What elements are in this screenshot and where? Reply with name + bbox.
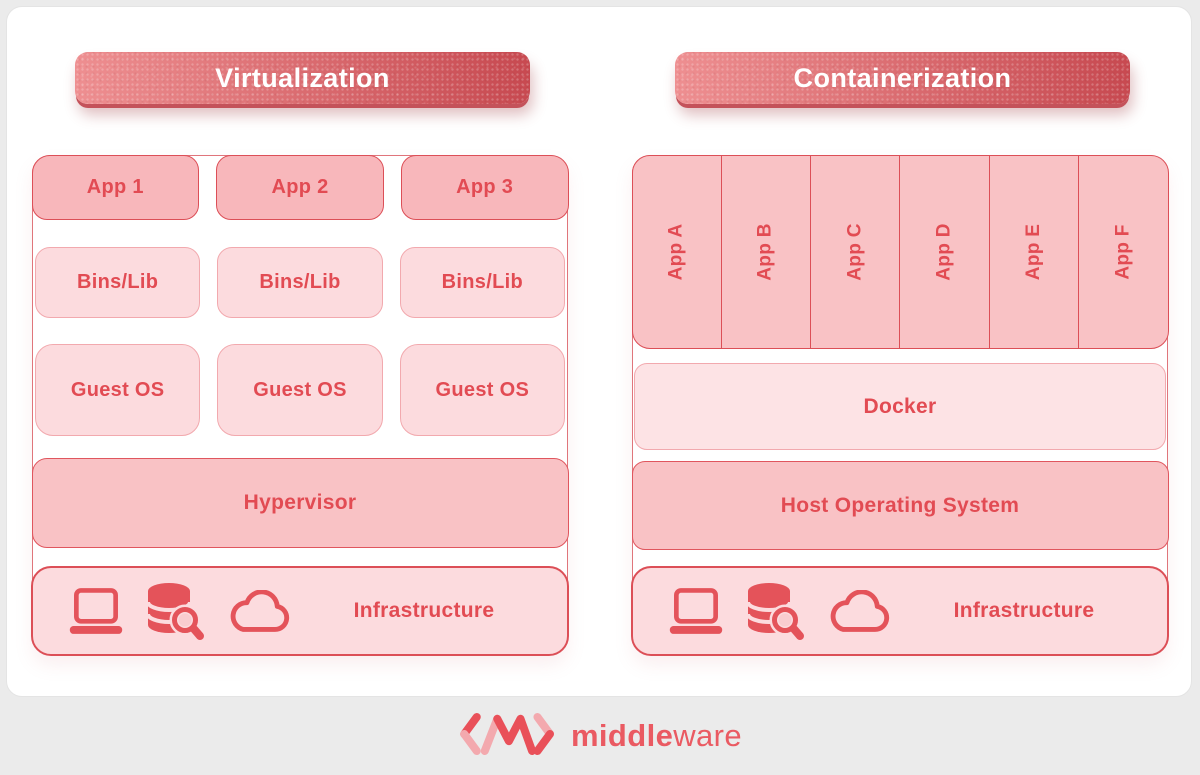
- database-search-icon: [745, 582, 805, 640]
- hypervisor-bar: Hypervisor: [31, 458, 569, 548]
- app-column-label: App C: [844, 222, 866, 281]
- docker-bar: Docker: [634, 363, 1166, 450]
- cloud-icon: [825, 589, 893, 633]
- virtualization-stack: App 1 App 2 App 3 Bins/Lib Bins/Lib Bins…: [31, 154, 569, 656]
- infrastructure-bar: Infrastructure: [31, 566, 569, 656]
- app-column: App D: [900, 155, 990, 348]
- infrastructure-label: Infrastructure: [353, 599, 495, 622]
- bins-lib-box: Bins/Lib: [35, 247, 201, 318]
- middleware-logo-icon: [458, 709, 558, 764]
- app-column-label: App B: [754, 222, 776, 281]
- footer-brand-strip: middleware: [0, 697, 1200, 775]
- app-column: App A: [633, 155, 722, 348]
- guest-os-box: Guest OS: [217, 344, 383, 436]
- infrastructure-label: Infrastructure: [953, 599, 1095, 622]
- bins-lib-row: Bins/Lib Bins/Lib Bins/Lib: [35, 247, 565, 318]
- virtualization-banner-title: Virtualization: [215, 62, 390, 93]
- guest-os-box: Guest OS: [399, 344, 565, 436]
- app-column-label: App E: [1022, 223, 1044, 280]
- middleware-wordmark: middleware: [571, 718, 742, 754]
- laptop-icon: [67, 587, 125, 635]
- guest-os-row: Guest OS Guest OS Guest OS: [35, 344, 565, 436]
- app-column: App C: [811, 155, 901, 348]
- infrastructure-icons: [67, 582, 293, 640]
- app-column: App F: [1079, 156, 1167, 348]
- containerization-apps-block: App A App B App C App D App E App F: [631, 154, 1169, 349]
- wordmark-light-part: ware: [673, 718, 743, 753]
- bins-lib-box: Bins/Lib: [217, 247, 383, 318]
- app-column-label: App F: [1112, 223, 1134, 280]
- host-os-bar: Host Operating System: [631, 461, 1169, 550]
- containerization-banner-title: Containerization: [793, 62, 1012, 93]
- infrastructure-icons: [667, 582, 893, 640]
- virtualization-apps-row: App 1 App 2 App 3: [31, 154, 569, 220]
- app-column-label: App A: [665, 223, 687, 280]
- app-column: App B: [722, 155, 812, 348]
- containerization-stack: App A App B App C App D App E App F Dock…: [631, 154, 1169, 656]
- guest-os-box: Guest OS: [35, 344, 201, 436]
- cloud-icon: [225, 589, 293, 633]
- containerization-banner: Containerization: [675, 52, 1130, 104]
- database-search-icon: [145, 582, 205, 640]
- virtualization-banner: Virtualization: [75, 52, 530, 104]
- app-box: App 1: [31, 154, 200, 220]
- app-column-label: App D: [933, 222, 955, 281]
- infrastructure-bar: Infrastructure: [631, 566, 1169, 656]
- app-box: App 2: [216, 154, 384, 220]
- bins-lib-box: Bins/Lib: [399, 247, 565, 318]
- app-column: App E: [990, 155, 1080, 348]
- app-box: App 3: [400, 154, 569, 220]
- laptop-icon: [667, 587, 725, 635]
- wordmark-bold-part: middle: [570, 718, 674, 753]
